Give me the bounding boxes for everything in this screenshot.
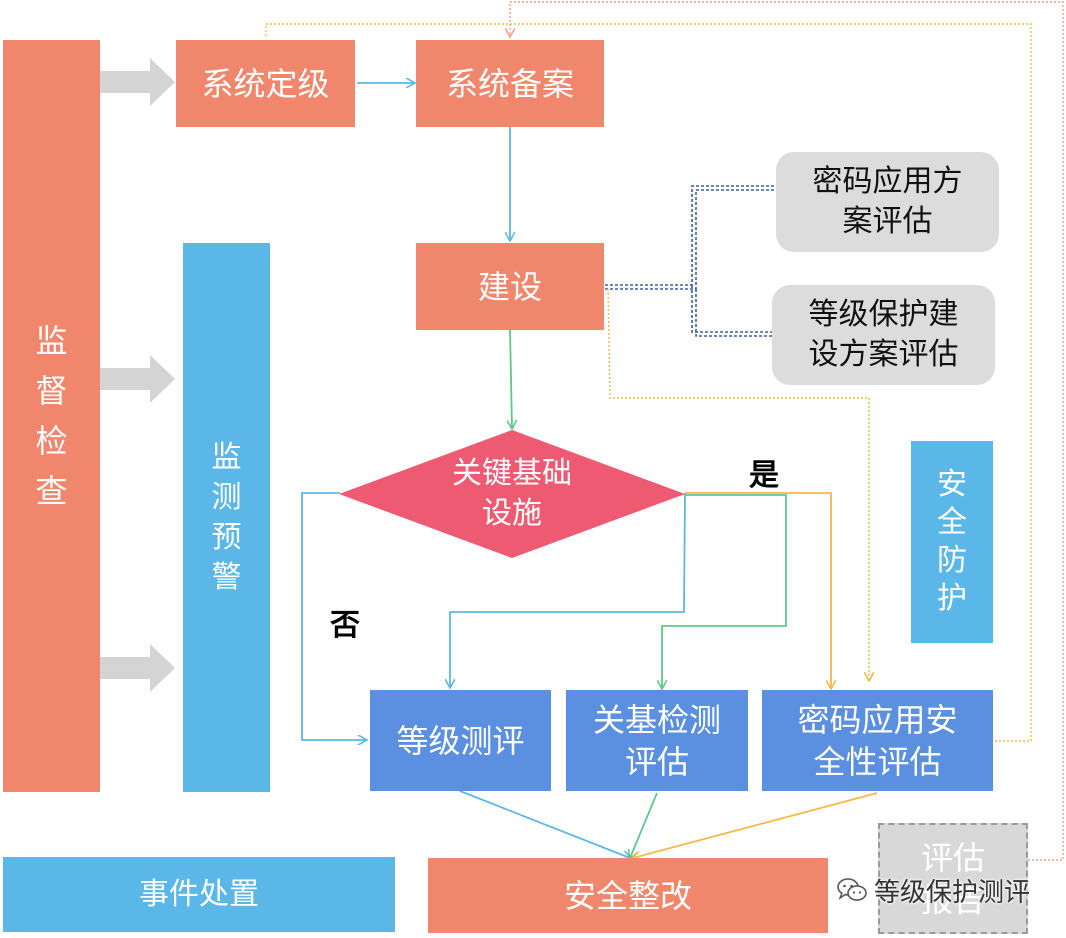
cii-line2: 设施 [482,496,542,531]
yes-label: 是 [749,458,779,493]
arrow-no-level-eval [301,492,366,740]
security_protection-char-3: 护 [937,581,967,616]
level-eval-label: 等级测评 [396,721,525,760]
level-plan-eval-line2: 设方案评估 [808,337,959,372]
supervision-char-3: 查 [35,472,68,510]
no-label: 否 [330,608,360,643]
incident-box: 事件处置 [3,857,395,932]
crypto-eval-line2: 全性评估 [813,742,942,781]
watermark-text: 等级保护测评 [874,877,1031,908]
cii-eval-line1: 关基检测 [592,700,721,739]
security_protection-char-2: 防 [937,543,967,578]
crypto-plan-eval-box: 密码应用方 案评估 [776,152,999,252]
security_protection-char-0: 安 [937,467,967,502]
dotted-construction-crypto [607,288,869,680]
arrow-crypto-eval-rectification [633,792,878,858]
level-eval-box: 等级测评 [370,690,551,791]
arrow-level-eval-rectification [459,790,630,858]
level-plan-eval-box: 等级保护建 设方案评估 [772,285,995,385]
wechat-icon [836,876,868,904]
cii-diamond [339,430,685,558]
monitoring-char-0: 监 [211,439,242,475]
arrow-yes-cii-eval [662,494,787,688]
gray-arrow-top [74,58,175,106]
report-box: 评估 报告 [878,823,1028,934]
arrow-construction-cii [510,329,512,428]
crypto-plan-eval-line1: 密码应用方 [812,164,963,199]
monitoring-char-3: 警 [211,559,242,595]
construction-label: 建设 [477,267,542,306]
report-line1: 评估 [920,838,985,877]
arrow-yes-crypto-eval [685,492,831,688]
security-protection-label: 安全防护 [937,466,967,618]
cii-label: 关键基础 设施 [400,452,624,536]
monitoring-char-1: 测 [211,479,242,515]
filing-box: 系统备案 [416,40,604,127]
security_protection-char-1: 全 [937,505,967,540]
dotted-crypto-filing [265,23,1032,742]
arrow-cii-eval-rectification [630,792,658,858]
report-line2: 报告 [920,880,985,919]
arrow-yes-level-eval [450,492,686,687]
navy-dashed-links [605,185,776,337]
rectification-box: 安全整改 [428,858,828,933]
crypto-eval-box: 密码应用安 全性评估 [762,690,993,791]
level-plan-eval-line1: 等级保护建 [808,297,959,332]
cii-line1: 关键基础 [452,456,572,491]
grading-label: 系统定级 [201,64,330,103]
cii-eval-box: 关基检测 评估 [566,690,748,791]
watermark: 等级保护测评 [836,872,1030,908]
grading-box: 系统定级 [176,40,355,127]
supervision-char-0: 监 [35,322,68,360]
crypto-plan-eval-line2: 案评估 [842,204,933,239]
filing-label: 系统备案 [445,64,574,103]
incident-label: 事件处置 [139,876,259,912]
supervision-char-2: 检 [35,422,68,460]
supervision-label: 监督检查 [35,316,67,516]
security-protection-box: 安全防护 [911,441,993,643]
monitoring-box: 监测预警 [183,243,270,792]
crypto-eval-line1: 密码应用安 [797,700,958,739]
gray-arrow-bottom [74,644,175,692]
cii-eval-line2: 评估 [624,742,689,781]
supervision-box: 监督检查 [3,40,100,792]
dotted-report-filing [510,1,1064,861]
construction-box: 建设 [416,243,604,330]
rectification-label: 安全整改 [563,876,692,915]
monitoring-char-2: 预 [211,519,242,555]
supervision-char-1: 督 [35,372,68,410]
monitoring-label: 监测预警 [212,438,242,598]
gray-arrow-middle [74,355,175,403]
